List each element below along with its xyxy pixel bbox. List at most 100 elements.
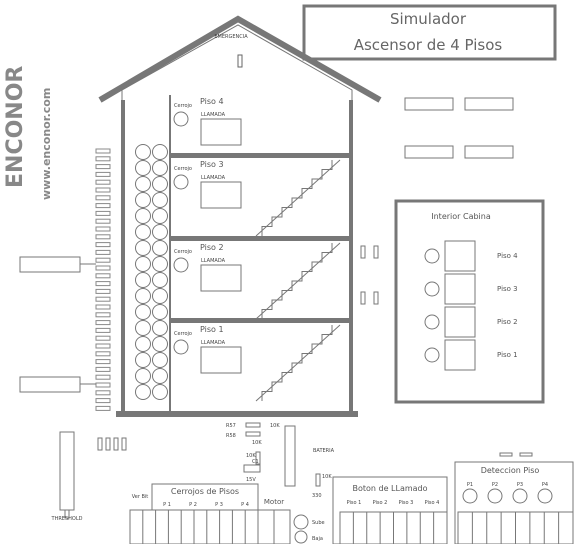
ladder-resistor bbox=[95, 398, 111, 404]
cabin-led bbox=[424, 281, 440, 297]
ladder-resistor bbox=[95, 195, 111, 201]
v15-label: 15V bbox=[246, 477, 256, 483]
ladder-resistor bbox=[95, 210, 111, 216]
v330-label: 330 bbox=[312, 493, 322, 499]
r58-label: R58 bbox=[226, 433, 236, 439]
deteccion-led bbox=[462, 488, 478, 504]
small-resistor bbox=[519, 452, 533, 457]
boton-terminal bbox=[339, 511, 448, 544]
shaft-led bbox=[135, 320, 151, 336]
deteccion-pin: P2 bbox=[492, 482, 498, 488]
shaft-led bbox=[135, 352, 151, 368]
cabin-button-label: Piso 1 bbox=[497, 351, 518, 359]
bateria-label: BATERIA bbox=[313, 448, 335, 454]
shaft-led bbox=[135, 256, 151, 272]
call-panel bbox=[200, 118, 242, 146]
shaft-led bbox=[135, 368, 151, 384]
shaft-led bbox=[135, 272, 151, 288]
boton-title: Boton de LLamado bbox=[352, 484, 427, 493]
ladder-resistor bbox=[95, 234, 111, 240]
lock-label: Cerrojo bbox=[174, 103, 192, 109]
ladder-resistor bbox=[95, 273, 111, 279]
ladder-resistor bbox=[95, 304, 111, 310]
left-long-resistors bbox=[19, 256, 96, 393]
call-panel bbox=[200, 181, 242, 209]
boton-pin: Piso 1 bbox=[347, 500, 362, 506]
shaft-led bbox=[152, 352, 168, 368]
house-roof: EMERGENCIA bbox=[98, 15, 382, 103]
ladder-resistor bbox=[95, 265, 111, 271]
r57-label: R57 bbox=[226, 423, 236, 429]
middle-components: R57 R58 10K 10K 10K C1 15V BATERIA 10K 3… bbox=[226, 422, 335, 499]
title-box: Simulador Ascensor de 4 Pisos bbox=[302, 4, 557, 61]
staircase bbox=[255, 242, 341, 320]
stair-steps bbox=[261, 243, 333, 319]
cabin-led bbox=[424, 314, 440, 330]
ladder-resistor bbox=[95, 390, 111, 396]
small-resistor bbox=[499, 452, 513, 457]
shaft-led bbox=[135, 384, 151, 400]
shaft-led bbox=[135, 304, 151, 320]
cerrojos-pin: P 4 bbox=[241, 502, 249, 508]
shaft-led bbox=[152, 176, 168, 192]
deteccion-pin: P4 bbox=[542, 482, 548, 488]
floor-name: Piso 2 bbox=[200, 243, 224, 252]
deteccion-led bbox=[487, 488, 503, 504]
ladder-resistor bbox=[95, 366, 111, 372]
ladder-resistor bbox=[95, 405, 111, 411]
stair-steps bbox=[261, 325, 333, 401]
v10k-label-b: 10K bbox=[252, 440, 262, 446]
brand-url: www.enconor.com bbox=[40, 88, 53, 200]
elevator-shaft-leds bbox=[135, 144, 168, 400]
staircases bbox=[255, 159, 341, 402]
shaft-led bbox=[152, 256, 168, 272]
ladder-resistor bbox=[95, 320, 111, 326]
ladder-resistor bbox=[95, 226, 111, 232]
call-panel bbox=[200, 264, 242, 292]
shaft-led bbox=[152, 320, 168, 336]
cerrojos-pin: P 3 bbox=[215, 502, 223, 508]
shaft-led bbox=[152, 192, 168, 208]
lock-label: Cerrojo bbox=[174, 249, 192, 255]
ladder-resistor bbox=[95, 281, 111, 287]
title-line2: Ascensor de 4 Pisos bbox=[354, 36, 503, 54]
shaft-led bbox=[152, 384, 168, 400]
ladder-resistor bbox=[95, 164, 111, 170]
shaft-led bbox=[135, 208, 151, 224]
cabin-button: Piso 4 bbox=[424, 240, 518, 272]
lock-indicator bbox=[173, 111, 189, 127]
ladder-resistor bbox=[95, 296, 111, 302]
floor-name: Piso 4 bbox=[200, 97, 224, 106]
cerrojos-title: Cerrojos de Pisos bbox=[171, 487, 239, 496]
ladder-resistor bbox=[95, 171, 111, 177]
shaft-led bbox=[152, 336, 168, 352]
shaft-led bbox=[135, 144, 151, 160]
cabin-led bbox=[424, 248, 440, 264]
lock-indicator bbox=[173, 339, 189, 355]
left-resistor-ladder bbox=[95, 148, 111, 411]
call-label: LLAMADA bbox=[201, 112, 226, 118]
cabin-led bbox=[424, 347, 440, 363]
deteccion-terminal bbox=[457, 511, 574, 544]
shaft-led bbox=[135, 192, 151, 208]
boton-pin: Piso 2 bbox=[373, 500, 388, 506]
lock-label: Cerrojo bbox=[174, 331, 192, 337]
v10k-label-d: 10K bbox=[322, 474, 332, 480]
shaft-led bbox=[152, 240, 168, 256]
lock-indicator bbox=[173, 174, 189, 190]
cabin-button-label: Piso 4 bbox=[497, 252, 518, 260]
ladder-resistor bbox=[95, 343, 111, 349]
v10k-label: 10K bbox=[270, 423, 280, 429]
top-right-resistors bbox=[404, 97, 514, 159]
shaft-led bbox=[135, 224, 151, 240]
call-panel bbox=[200, 346, 242, 374]
cerrojos-header bbox=[151, 483, 259, 511]
ladder-resistor bbox=[95, 312, 111, 318]
shaft-led bbox=[152, 208, 168, 224]
ladder-resistor bbox=[95, 179, 111, 185]
floor-slabs bbox=[170, 153, 351, 323]
cerrojos-pin: P 1 bbox=[163, 502, 171, 508]
